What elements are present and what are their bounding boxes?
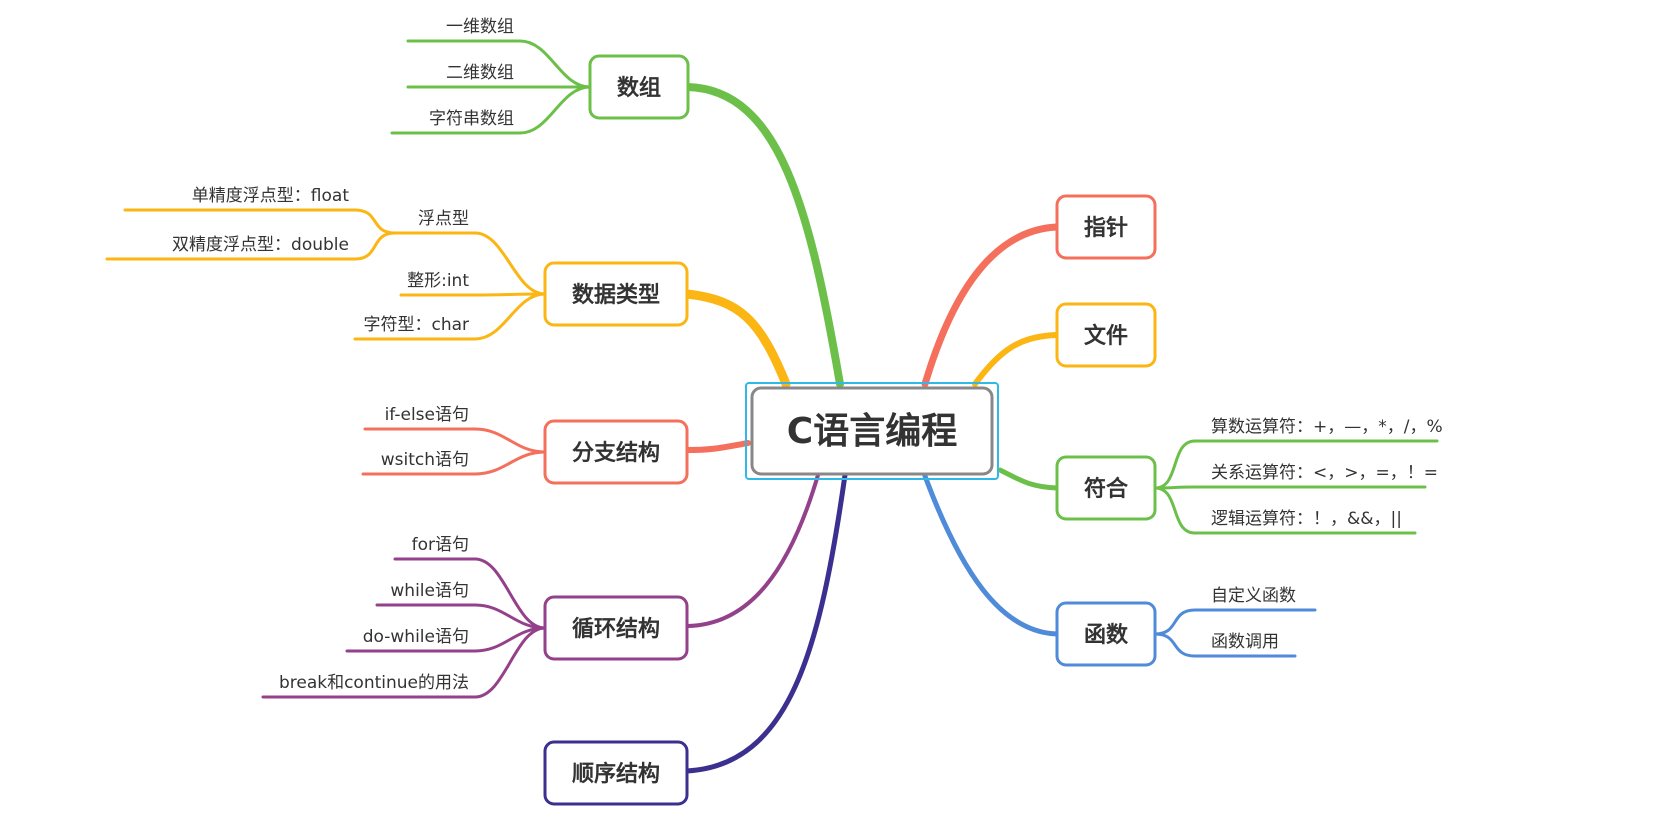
- leaf-function-1-label: 函数调用: [1211, 632, 1279, 652]
- topic-operator-box: [1055, 455, 1157, 521]
- connector-datatype-2: [473, 292, 547, 341]
- connector-array-0: [518, 39, 592, 89]
- topic-array-box: [588, 54, 690, 120]
- leaf-branch-1[interactable]: wsitch语句: [361, 450, 477, 476]
- leaf-datatype-0-1[interactable]: 双精度浮点型：double: [105, 235, 357, 261]
- leaf-operator-2-label: 逻辑运算符：！，&&，||: [1211, 509, 1402, 529]
- leaf-loop-3[interactable]: break和continue的用法: [261, 673, 477, 699]
- topic-operator-label: 符合: [1084, 476, 1129, 502]
- leaf-array-2-label: 字符串数组: [429, 109, 514, 129]
- topic-loop-box: [543, 595, 689, 661]
- leaf-operator-0-label: 算数运算符：+，—，*，/，%: [1211, 417, 1443, 437]
- topic-pointer-box: [1055, 194, 1157, 260]
- connector-array-2: [518, 85, 592, 135]
- leaf-array-2[interactable]: 字符串数组: [390, 109, 522, 135]
- topic-sequence[interactable]: 顺序结构: [543, 740, 689, 806]
- connector-branch-0: [473, 427, 547, 454]
- leaf-datatype-2-label: 字符型：char: [363, 315, 469, 335]
- connector-operator: [997, 467, 1060, 491]
- topic-branch[interactable]: 分支结构: [543, 419, 689, 485]
- leaf-array-0-label: 一维数组: [446, 17, 514, 37]
- connector-datatype-0: [473, 231, 547, 296]
- topic-datatype-box: [543, 261, 689, 327]
- leaf-datatype-0-label: 浮点型: [418, 209, 469, 229]
- topic-file-box: [1055, 302, 1157, 368]
- branch-connectors: [353, 39, 1197, 774]
- leaf-function-1[interactable]: 函数调用: [1193, 632, 1297, 658]
- leaf-datatype-0-1-label: 双精度浮点型：double: [172, 235, 349, 255]
- leaf-array-1-label: 二维数组: [446, 63, 514, 83]
- leaf-loop-2[interactable]: do-while语句: [345, 627, 477, 653]
- leaf-operator-1[interactable]: 关系运算符：<，>，=，！=: [1193, 463, 1438, 489]
- topic-file[interactable]: 文件: [1055, 302, 1157, 368]
- topic-branch-box: [543, 419, 689, 485]
- leaf-datatype-1[interactable]: 整形:int: [399, 271, 477, 297]
- leaf-loop-3-label: break和continue的用法: [279, 673, 469, 693]
- connector-branch-1: [473, 450, 547, 476]
- connector-loop-0: [473, 557, 547, 630]
- leaf-branch-0[interactable]: if-else语句: [363, 405, 477, 431]
- topic-loop-label: 循环结构: [572, 616, 660, 642]
- topic-function-box: [1055, 601, 1157, 667]
- topic-datatype[interactable]: 数据类型: [543, 261, 689, 327]
- connector-branch: [684, 440, 751, 453]
- topic-pointer-label: 指针: [1084, 215, 1128, 241]
- leaf-branch-1-label: wsitch语句: [381, 450, 469, 470]
- connector-array: [684, 83, 844, 388]
- selection-frame: [745, 382, 999, 480]
- leaf-datatype-2[interactable]: 字符型：char: [353, 315, 477, 341]
- topic-loop[interactable]: 循环结构: [543, 595, 689, 661]
- leaf-operator-0[interactable]: 算数运算符：+，—，*，/，%: [1193, 417, 1443, 443]
- central-topic-group: C语言编程: [745, 382, 999, 480]
- topic-branch-label: 分支结构: [572, 440, 660, 466]
- topic-operator[interactable]: 符合: [1055, 455, 1157, 521]
- topic-function[interactable]: 函数: [1055, 601, 1157, 667]
- connector-datatype-0-0: [353, 208, 397, 235]
- leaf-operator-1-label: 关系运算符：<，>，=，！=: [1211, 463, 1438, 483]
- leaf-datatype-0-0-label: 单精度浮点型：float: [192, 186, 350, 206]
- connector-datatype: [682, 289, 791, 389]
- leaf-array-1[interactable]: 二维数组: [406, 63, 522, 89]
- connector-loop-3: [473, 626, 547, 699]
- leaf-datatype-0[interactable]: 浮点型: [393, 209, 477, 235]
- connector-sequence: [684, 472, 848, 774]
- leaf-loop-1-label: while语句: [390, 581, 469, 601]
- leaf-function-0[interactable]: 自定义函数: [1193, 586, 1317, 612]
- central-topic-box: [750, 386, 994, 476]
- connector-operator-0: [1153, 439, 1197, 490]
- leaf-array-0[interactable]: 一维数组: [406, 17, 522, 43]
- connector-function: [922, 473, 1060, 637]
- leaf-datatype-0-0[interactable]: 单精度浮点型：float: [123, 186, 357, 212]
- leaf-branch-0-label: if-else语句: [385, 405, 469, 425]
- connector-function-0: [1153, 608, 1197, 636]
- topic-function-label: 函数: [1084, 622, 1129, 648]
- topic-sequence-box: [543, 740, 689, 806]
- topic-file-label: 文件: [1084, 323, 1128, 349]
- topic-datatype-label: 数据类型: [572, 282, 660, 308]
- leaf-function-0-label: 自定义函数: [1211, 586, 1296, 606]
- connector-operator-2: [1153, 486, 1197, 535]
- topic-array-label: 数组: [617, 75, 661, 101]
- connector-function-1: [1153, 632, 1197, 658]
- connector-pointer: [921, 223, 1061, 388]
- topic-array[interactable]: 数组: [588, 54, 690, 120]
- topic-sequence-label: 顺序结构: [572, 761, 660, 787]
- leaf-loop-0-label: for语句: [412, 535, 469, 555]
- connector-file: [972, 332, 1060, 387]
- connector-datatype-0-1: [353, 231, 397, 261]
- leaf-datatype-1-label: 整形:int: [407, 271, 469, 291]
- central-topic-label: C语言编程: [787, 411, 957, 452]
- topic-pointer[interactable]: 指针: [1055, 194, 1157, 260]
- leaf-loop-0[interactable]: for语句: [393, 535, 477, 561]
- leaf-loop-1[interactable]: while语句: [375, 581, 477, 607]
- leaf-loop-2-label: do-while语句: [363, 627, 469, 647]
- central-topic[interactable]: C语言编程: [750, 386, 994, 476]
- leaf-operator-2[interactable]: 逻辑运算符：！，&&，||: [1193, 509, 1417, 535]
- connector-loop: [685, 473, 820, 628]
